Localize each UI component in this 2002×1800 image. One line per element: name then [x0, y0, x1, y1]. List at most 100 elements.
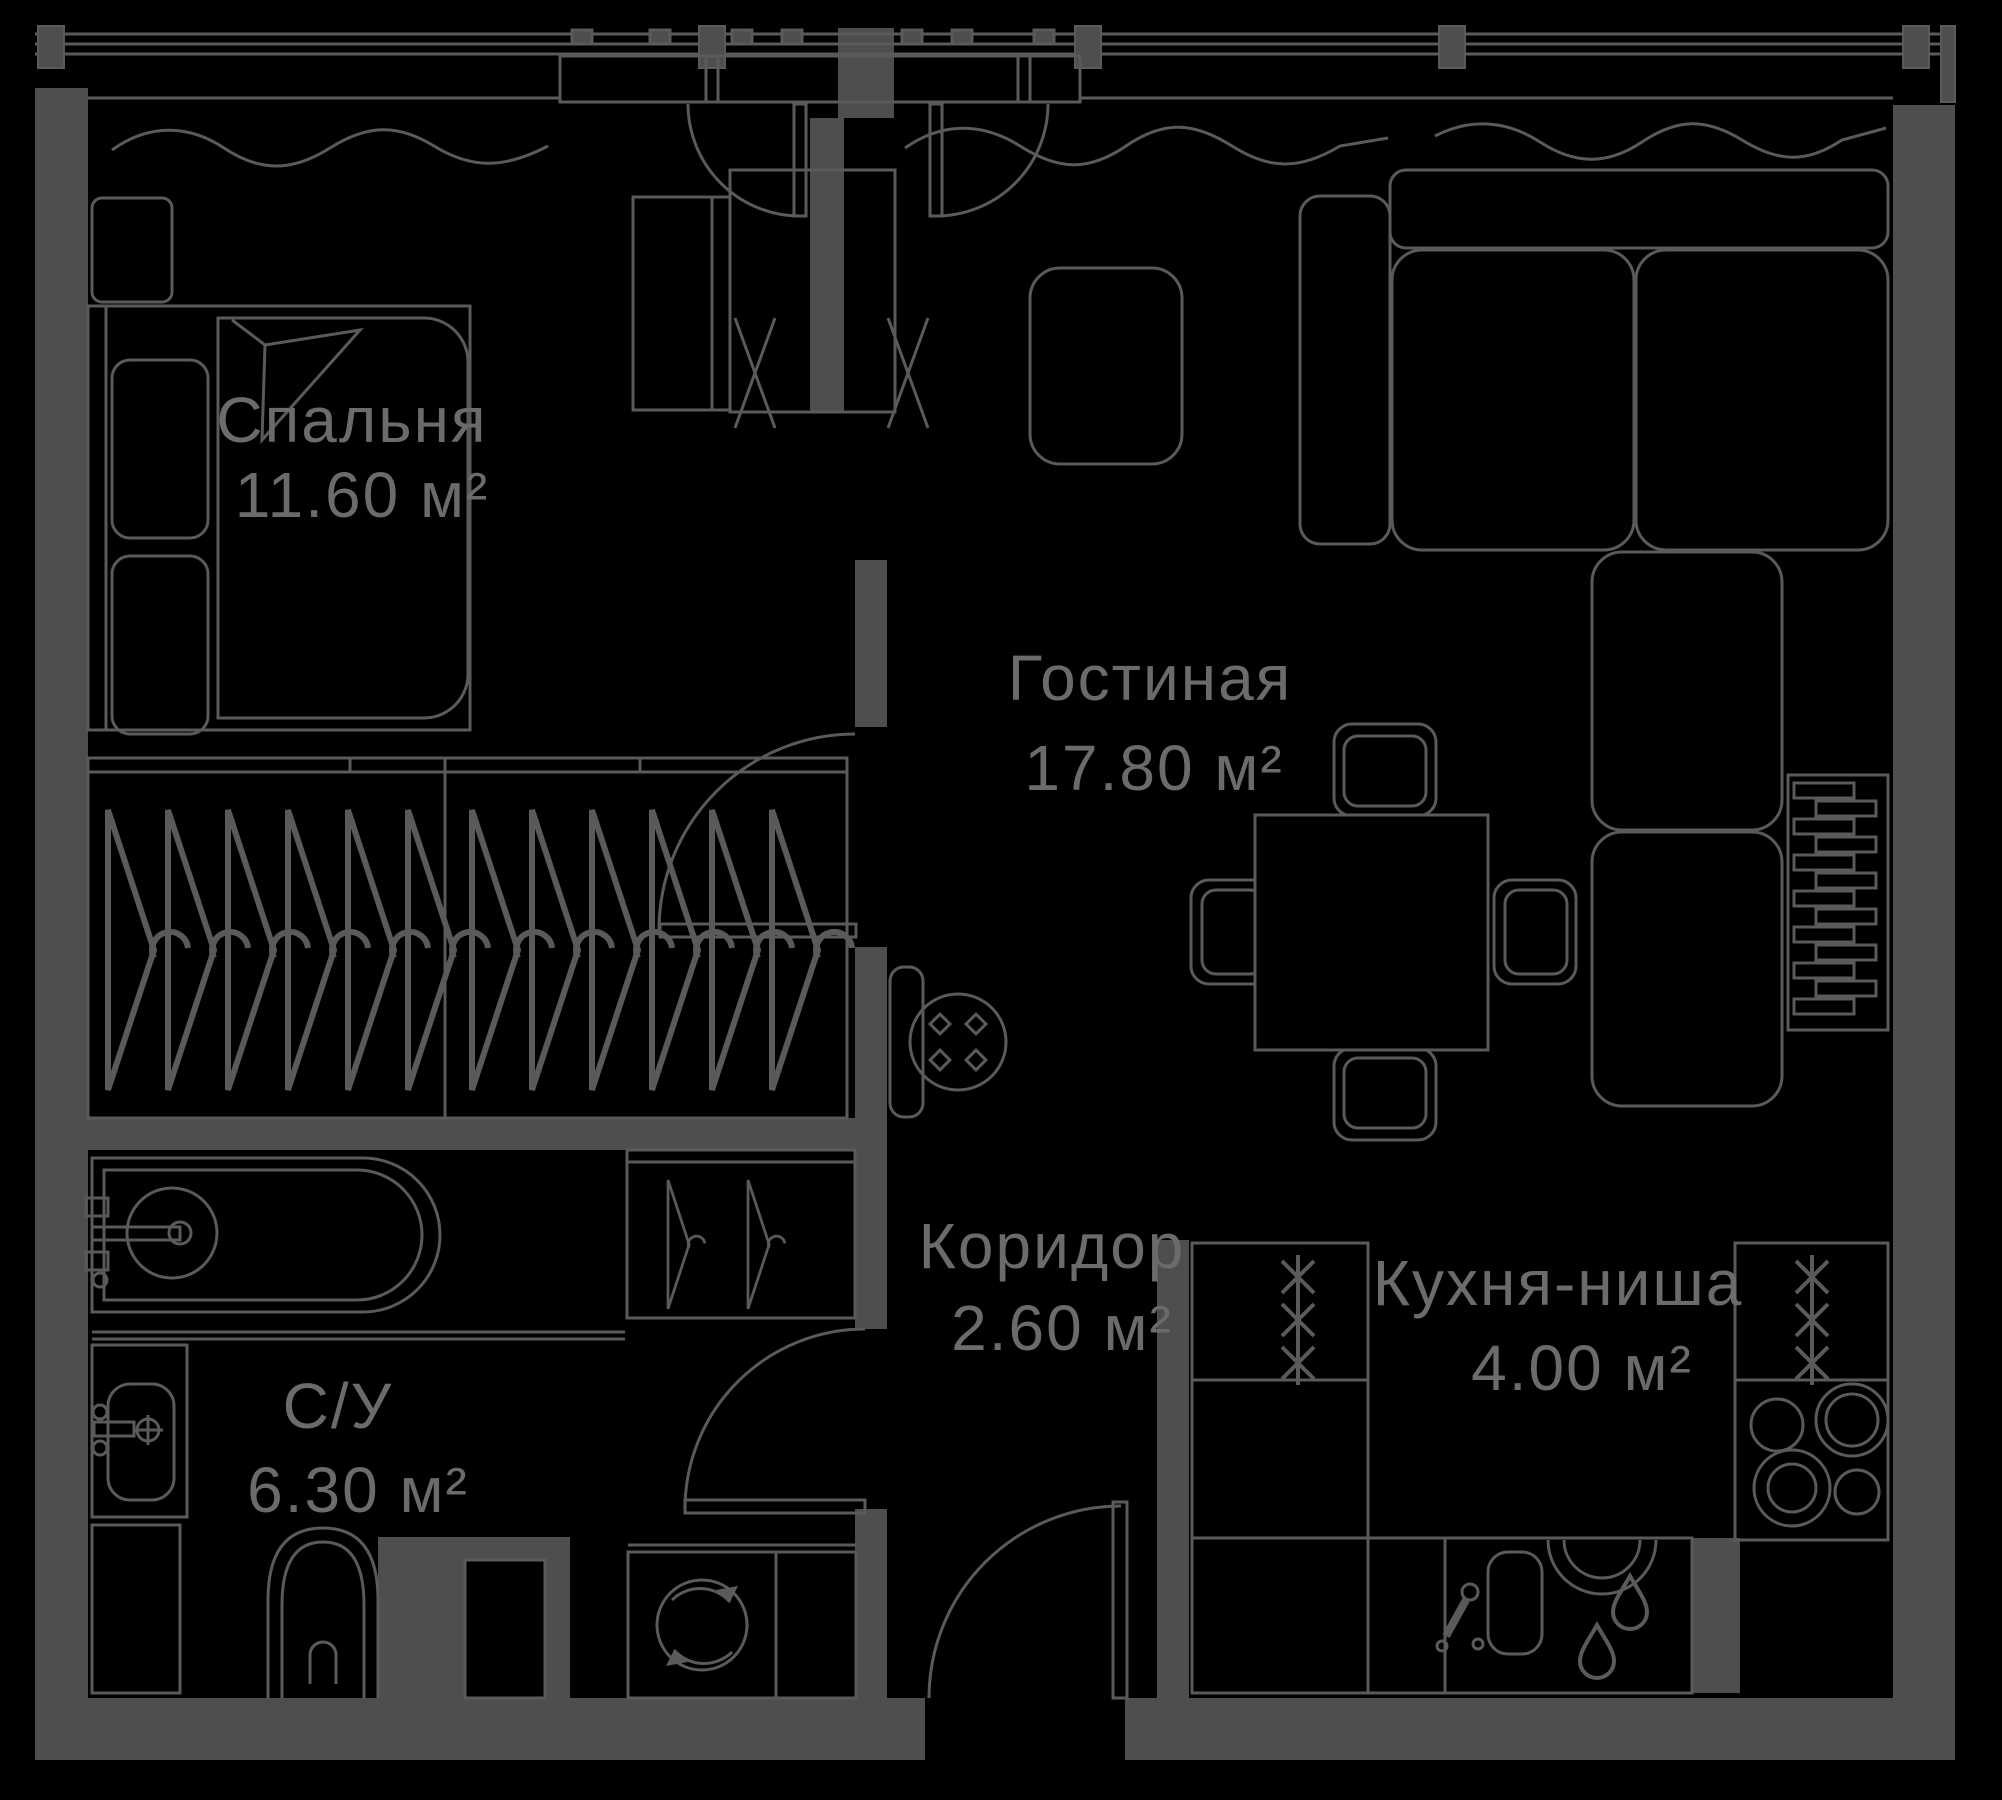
room-label-bedroom: Спальня: [216, 384, 487, 456]
hanger-icon: [592, 810, 672, 1090]
dining-table: [1253, 813, 1490, 1052]
washing-machine: [626, 1543, 858, 1700]
wall-kitchen-stub: [1692, 1538, 1740, 1693]
rotate-arrows-icon: [670, 1587, 734, 1665]
pillar-balcony-lower: [810, 118, 844, 412]
vent-shaft-inner: [463, 1558, 547, 1700]
diamond-dot-icon: [964, 1012, 988, 1036]
corner-sofa: [1298, 168, 1890, 1108]
diamond-dot-icon: [928, 1048, 952, 1072]
bedroom-furniture: [86, 196, 858, 1120]
balcony-door-right: [928, 102, 1050, 218]
curtain-wave-bedroom: [111, 128, 549, 168]
wall-kitchen-left: [1157, 1240, 1189, 1698]
bathtub-faucet-icon: [84, 1186, 219, 1289]
console: [888, 965, 925, 1119]
wall-right: [1893, 105, 1955, 1760]
pillow: [110, 358, 210, 540]
balcony-door-left: [686, 102, 808, 218]
stove-burners-icon: [1749, 1382, 1890, 1528]
cabinet-right: [728, 168, 897, 414]
radiator: [1786, 773, 1890, 1032]
wall-bottom-right: [1125, 1698, 1955, 1760]
curtain-wave-living-2: [1434, 122, 1887, 161]
tv-wall-cabinets: [631, 168, 930, 429]
room-label-living: Гостиная: [1008, 642, 1293, 714]
living-room-furniture: [1028, 168, 1890, 1142]
diamond-dot-icon: [928, 1012, 952, 1036]
kitchen-sink: [1435, 1550, 1544, 1656]
window-mullions: [37, 25, 1956, 103]
balcony-frame-ticks: [570, 28, 1056, 46]
water-drop-icon: [1578, 1623, 1616, 1680]
bathroom-furniture: [84, 1156, 867, 1700]
room-area-corridor: 2.60 м²: [951, 1292, 1173, 1364]
balcony-door-unit: [558, 28, 1082, 218]
curtain-wave-lines: [111, 122, 1887, 168]
corridor-furniture: [625, 965, 1129, 1700]
hanger-icon: [746, 1178, 787, 1311]
sofa-cushion: [1590, 830, 1784, 1108]
bath-cabinet: [90, 1523, 182, 1695]
room-area-bathroom: 6.30 м²: [247, 1454, 469, 1526]
bed: [86, 304, 472, 736]
hanger-icon: [652, 810, 732, 1090]
opening-mark-icon: [733, 317, 777, 429]
round-table: [908, 992, 1008, 1092]
fridge: [1190, 1241, 1370, 1695]
blanket-fold: [231, 318, 364, 445]
sofa-cushion: [1590, 550, 1784, 832]
cabinet-left: [631, 195, 732, 412]
hanger-icon: [666, 1178, 707, 1311]
pillow: [110, 554, 210, 736]
curtain-wave-living-1: [904, 125, 1389, 167]
water-drop-icon: [1611, 1574, 1649, 1631]
room-label-corridor: Коридор: [919, 1210, 1186, 1282]
bathtub: [84, 1156, 442, 1314]
kitchen-counter-bottom: [1190, 1536, 1694, 1695]
bath-side-cabinet: [774, 1550, 858, 1700]
hanger-icon: [712, 810, 792, 1090]
hanger-icon: [108, 810, 188, 1090]
facade-windows: [35, 32, 1955, 100]
wall-bath-door-lower: [855, 1509, 887, 1698]
snowflake-icon: [1794, 1296, 1830, 1344]
nightstand: [90, 196, 174, 304]
wall-left: [35, 88, 88, 1760]
blanket: [216, 316, 470, 720]
dishwasher: [1546, 1539, 1658, 1680]
hanger-icon: [772, 810, 852, 1090]
bedroom-door: [657, 732, 858, 939]
kitchen-furniture: [1190, 1241, 1890, 1695]
entrance-door: [927, 1500, 1129, 1700]
toilet: [266, 1526, 380, 1698]
room-area-kitchen: 4.00 м²: [1471, 1332, 1693, 1404]
hanger-icon: [348, 810, 428, 1090]
coffee-table: [1028, 266, 1184, 466]
hanger-icon: [228, 810, 308, 1090]
opening-mark-icon: [886, 317, 930, 429]
snowflake-icon: [1280, 1253, 1316, 1301]
wash-basin: [90, 1343, 189, 1519]
wall-toilet-stub: [378, 1537, 440, 1698]
snowflake-icon: [1794, 1253, 1830, 1301]
coat-closet: [625, 1148, 857, 1320]
snowflake-icon: [1794, 1339, 1830, 1387]
bathroom-door: [683, 1327, 867, 1515]
hanger-icon: [472, 810, 552, 1090]
hanger-icon: [168, 810, 248, 1090]
diamond-dot-icon: [964, 1048, 988, 1072]
snowflake-icon: [1280, 1296, 1316, 1344]
wall-bedroom-door-jamb: [855, 560, 887, 727]
dining-chair: [1492, 878, 1578, 986]
hanger-icon: [288, 810, 368, 1090]
wall-bottom-left: [35, 1698, 925, 1760]
dining-set: [1189, 722, 1578, 1142]
hanger-icon: [408, 810, 488, 1090]
room-label-bathroom: С/У: [283, 1370, 394, 1442]
snowflake-icon: [1280, 1339, 1316, 1387]
sofa-armrest: [1298, 194, 1392, 546]
sofa-cushion: [1390, 248, 1636, 552]
